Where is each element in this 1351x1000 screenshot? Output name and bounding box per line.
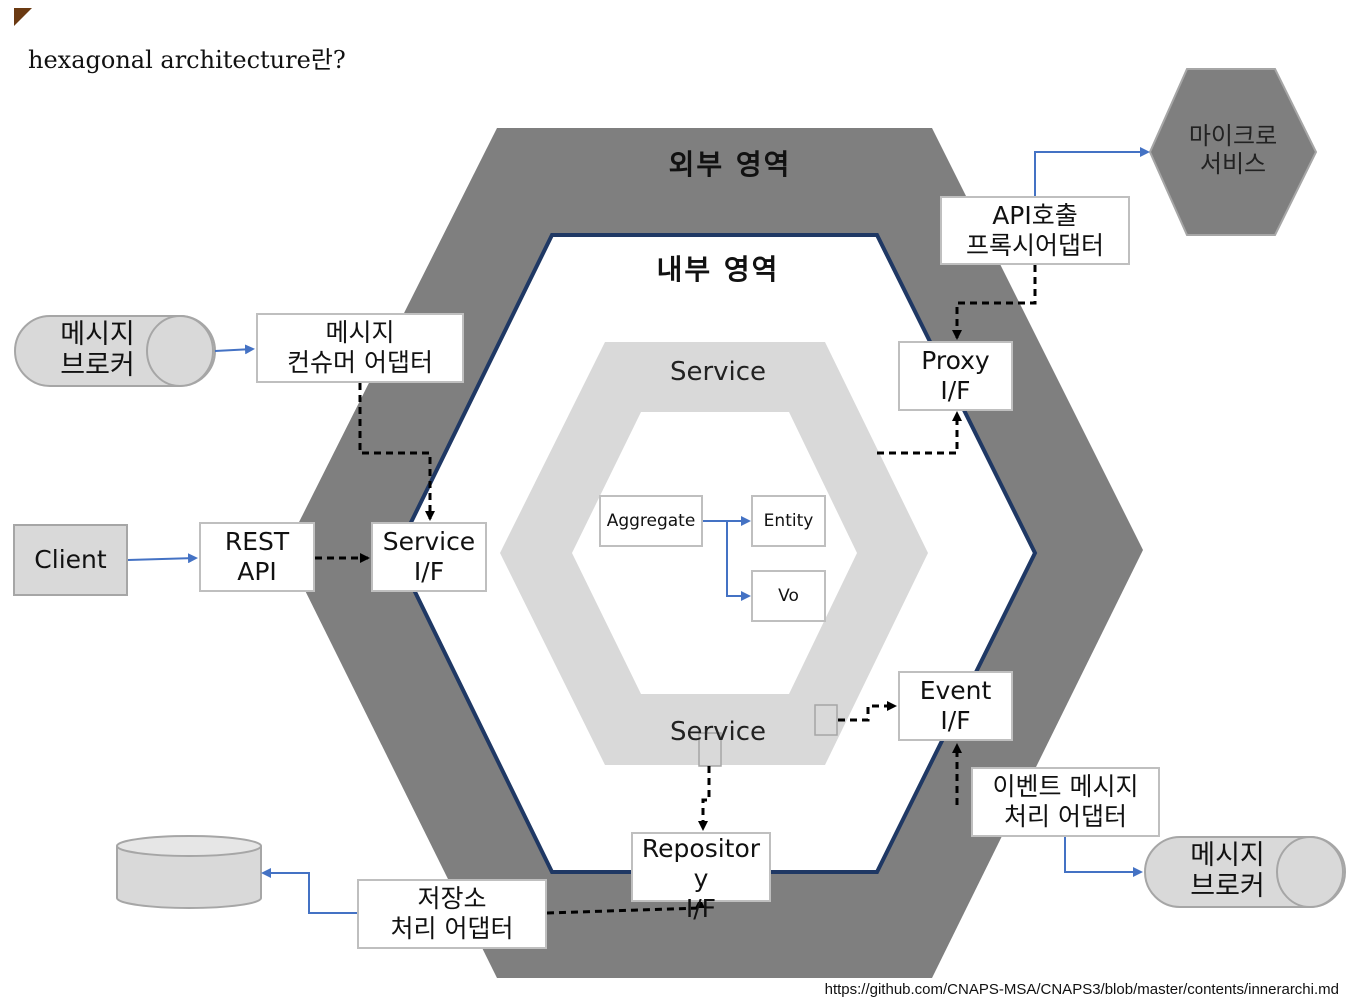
- entity-box: Entity: [751, 495, 826, 547]
- proxy-if-box: Proxy I/F: [898, 341, 1013, 411]
- outer-zone-label: 외부 영역: [668, 148, 792, 181]
- client-box: Client: [13, 524, 128, 596]
- domain-hexagon: [572, 412, 857, 694]
- service-top-label: Service: [669, 357, 767, 387]
- microservice-label: 마이크로 서비스: [1188, 122, 1278, 178]
- arrow-adapter-to-microservice: [1034, 147, 1150, 196]
- rest-api-box: REST API: [199, 522, 315, 592]
- event-adapter-box: 이벤트 메시지 처리 어댑터: [971, 767, 1160, 837]
- broker-left-cylinder: [14, 315, 216, 387]
- consumer-adapter-box: 메시지 컨슈머 어댑터: [256, 313, 464, 383]
- dash-adapter-to-proxy: [952, 265, 1037, 340]
- broker-left-label: 메시지 브로커: [60, 319, 135, 381]
- arrow-broker-to-consumer: [214, 344, 255, 355]
- arrow-storage-to-db: [261, 868, 358, 914]
- arrow-client-to-rest: [127, 553, 198, 564]
- microservice-hexagon: [1148, 68, 1318, 236]
- storage-adapter-box: 저장소 처리 어댑터: [357, 879, 547, 949]
- dash-storage-to-repo: [546, 898, 705, 915]
- service-if-box: Service I/F: [371, 522, 487, 592]
- broker-right-cylinder: [1144, 836, 1346, 908]
- database-cylinder: [116, 835, 262, 909]
- api-proxy-adapter-box: API호출 프록시어댑터: [940, 196, 1130, 265]
- source-url[interactable]: https://github.com/CNAPS-MSA/CNAPS3/blob…: [824, 981, 1339, 998]
- corner-marker: [14, 8, 32, 26]
- dash-consumer-to-service-if: [358, 383, 435, 521]
- service-bottom-label: Service: [669, 717, 767, 747]
- arrow-event-to-broker: [1064, 837, 1143, 877]
- service-port-event: [814, 704, 838, 736]
- inner-zone-label: 내부 영역: [656, 253, 780, 286]
- broker-right-label: 메시지 브로커: [1190, 840, 1265, 902]
- page-title: hexagonal architecture란?: [28, 46, 346, 74]
- vo-box: Vo: [751, 570, 826, 622]
- arrow-aggregate-to-vo: [726, 521, 751, 601]
- aggregate-box: Aggregate: [599, 495, 703, 547]
- dash-service-to-repo: [698, 766, 711, 831]
- repository-if-box: Repositor y I/F: [631, 832, 771, 923]
- dash-service-to-proxy: [877, 411, 962, 455]
- event-if-box: Event I/F: [898, 671, 1013, 741]
- dash-service-to-event: [838, 701, 897, 722]
